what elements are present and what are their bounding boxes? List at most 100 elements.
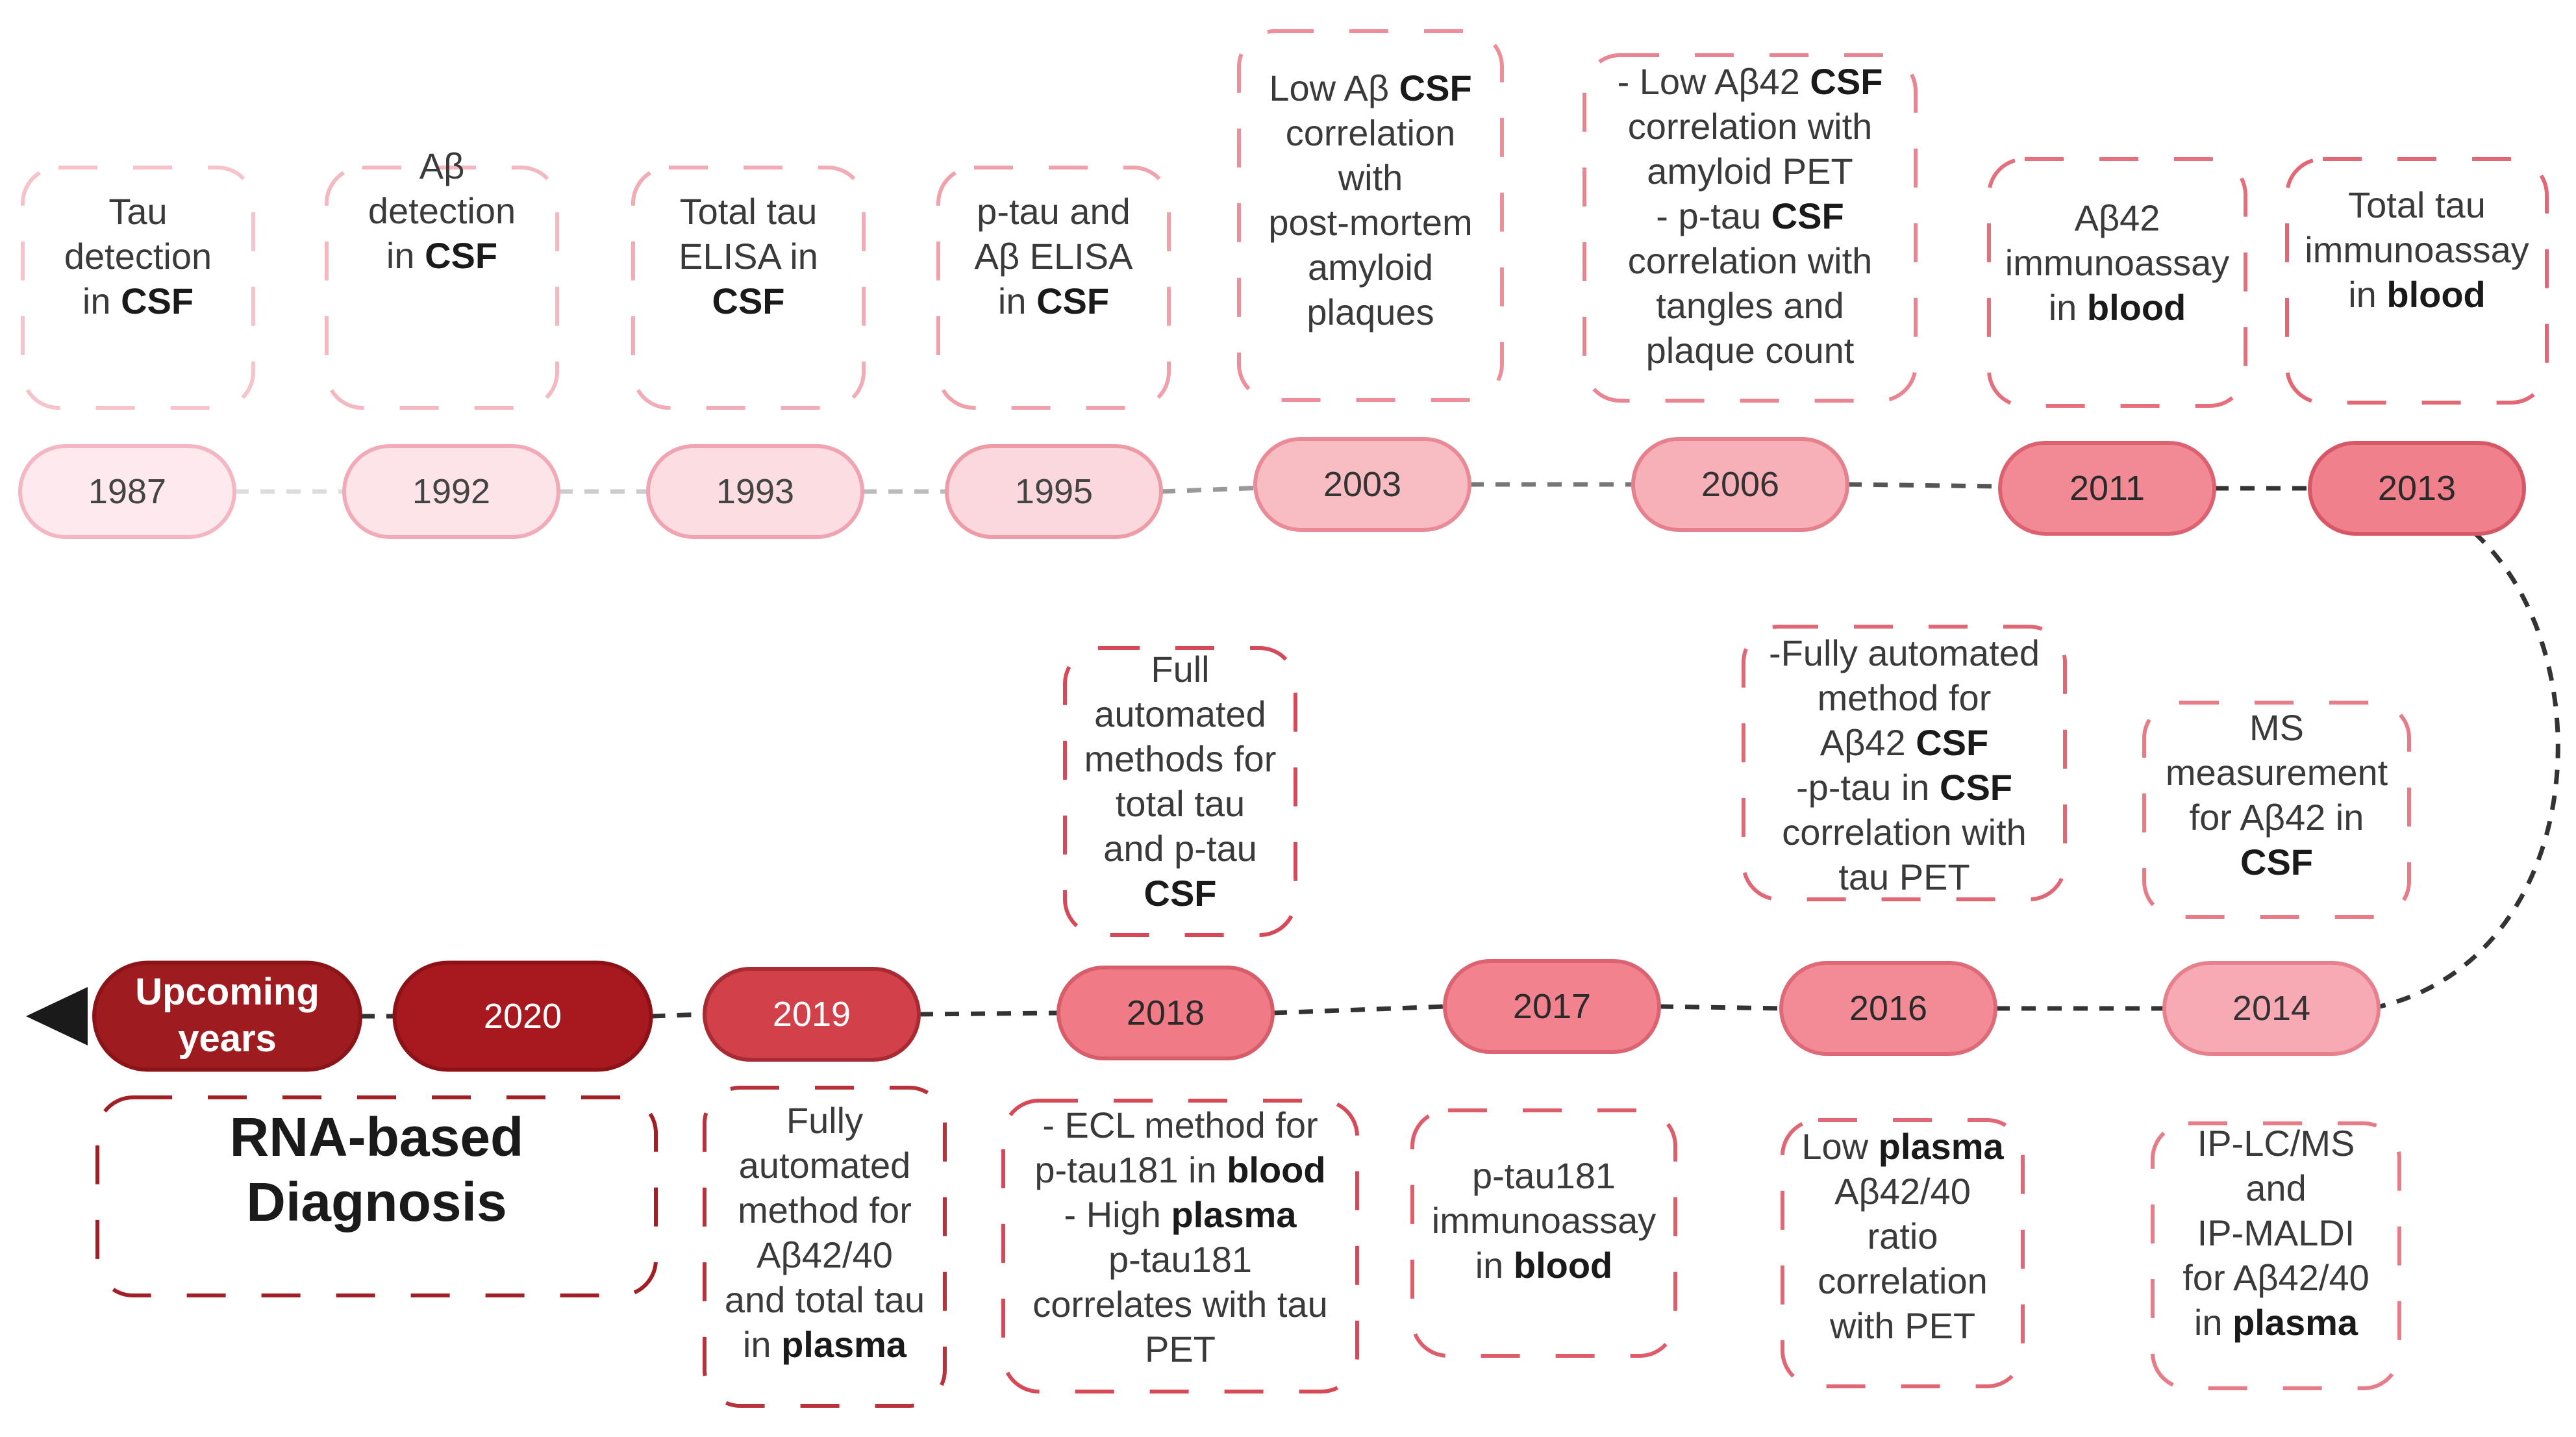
caption-segment: blood bbox=[2087, 287, 2186, 328]
year-pill-shape bbox=[646, 444, 864, 539]
caption-line: in plasma bbox=[743, 1324, 907, 1365]
caption-segment: CSF bbox=[1810, 61, 1882, 102]
caption-line: automated bbox=[1094, 694, 1266, 734]
caption-line: method for bbox=[738, 1190, 912, 1231]
caption-segment: detection bbox=[368, 190, 516, 231]
caption-segment: CSF bbox=[712, 281, 785, 321]
year-label: 2018 bbox=[1127, 993, 1205, 1032]
caption-segment: immunoassay bbox=[2005, 242, 2229, 283]
caption-line: tau PET bbox=[1838, 856, 1970, 897]
caption-line: Fully bbox=[786, 1100, 863, 1141]
caption-box bbox=[1987, 157, 2247, 408]
caption-segment: Fully bbox=[786, 1100, 863, 1141]
year-pill-shape bbox=[392, 960, 653, 1072]
caption-segment: correlates with tau bbox=[1032, 1284, 1327, 1325]
caption-segment: in bbox=[2049, 287, 2087, 328]
year-label: 2014 bbox=[2232, 989, 2310, 1028]
caption-line: amyloid bbox=[1308, 247, 1433, 288]
caption-segment: CSF bbox=[1036, 281, 1109, 321]
caption-segment: in bbox=[1475, 1245, 1514, 1286]
caption-line: CSF bbox=[1144, 873, 1217, 914]
year-pill-2013: 2013 bbox=[2308, 441, 2526, 536]
year-pill-2017: 2017 bbox=[1443, 959, 1661, 1054]
caption-line: in CSF bbox=[386, 235, 497, 276]
caption-box bbox=[1063, 646, 1297, 937]
caption-box bbox=[1237, 29, 1504, 402]
year-pill-shape bbox=[945, 444, 1163, 539]
caption-line: -p-tau in CSF bbox=[1796, 767, 2012, 808]
year-label: 1993 bbox=[716, 472, 794, 511]
year-pill-1995: 1995 bbox=[945, 444, 1163, 539]
caption-line: CSF bbox=[2240, 842, 2313, 882]
caption-line: detection bbox=[368, 190, 516, 231]
caption-segment: plaque count bbox=[1646, 330, 1855, 371]
caption-box bbox=[1410, 1108, 1677, 1358]
caption-line: Full bbox=[1151, 649, 1209, 690]
caption-segment: CSF bbox=[121, 281, 194, 321]
caption-segment: Aβ42/40 bbox=[757, 1234, 893, 1275]
year-pill-2014: 2014 bbox=[2162, 961, 2381, 1056]
caption-line: p-tau181 bbox=[1472, 1155, 1616, 1196]
caption-line: p-tau181 in blood bbox=[1034, 1149, 1325, 1190]
timeline-connector bbox=[1847, 482, 2001, 489]
caption-segment: ratio bbox=[1868, 1216, 1938, 1256]
caption-line: Aβ bbox=[419, 145, 465, 186]
caption-line: CSF bbox=[712, 281, 785, 321]
caption-segment: amyloid bbox=[1308, 247, 1433, 288]
caption-line: - p-tau CSF bbox=[1656, 195, 1844, 236]
caption-segment: p-tau181 bbox=[1472, 1155, 1616, 1196]
caption-line: post-mortem bbox=[1268, 202, 1472, 243]
caption-segment: Aβ42 bbox=[2075, 197, 2160, 238]
year-pill-shape bbox=[2162, 961, 2381, 1056]
caption-segment: p-tau181 in bbox=[1034, 1149, 1227, 1190]
caption-line: p-tau181 bbox=[1108, 1239, 1252, 1280]
year-pill-shape bbox=[1779, 961, 1997, 1056]
caption-segment: with PET bbox=[1829, 1305, 1975, 1346]
caption-box bbox=[1781, 1118, 2025, 1388]
caption-segment: correlation with bbox=[1628, 106, 1873, 147]
caption-line: correlation with bbox=[1628, 106, 1873, 147]
caption-line: in blood bbox=[2348, 274, 2486, 315]
caption-line: ratio bbox=[1868, 1216, 1938, 1256]
caption-segment: MS bbox=[2249, 707, 2304, 748]
caption-segment: plasma bbox=[2232, 1302, 2358, 1343]
year-pill-shape bbox=[1443, 959, 1661, 1054]
caption-segment: immunoassay bbox=[1432, 1200, 1656, 1241]
timeline-connector bbox=[1272, 1004, 1445, 1016]
caption-segment: tangles and bbox=[1656, 285, 1844, 326]
caption-segment: and bbox=[2245, 1168, 2306, 1208]
caption-line: correlation with bbox=[1782, 812, 2027, 853]
caption-line: Aβ42/40 bbox=[757, 1234, 893, 1275]
caption-segment: CSF bbox=[1940, 767, 2012, 808]
year-label: 2019 bbox=[773, 995, 851, 1034]
caption-line: plaque count bbox=[1646, 330, 1855, 371]
caption-segment: automated bbox=[739, 1145, 911, 1186]
caption-segment: - p-tau bbox=[1656, 195, 1771, 236]
timeline-connector bbox=[918, 1010, 1059, 1017]
caption-line: Diagnosis bbox=[246, 1171, 506, 1232]
caption-line: Aβ42 bbox=[2075, 197, 2160, 238]
caption-segment: blood bbox=[1227, 1149, 1325, 1190]
caption-segment: - High bbox=[1064, 1194, 1171, 1235]
caption-line: automated bbox=[739, 1145, 911, 1186]
caption-line: Low Aβ CSF bbox=[1269, 68, 1471, 108]
year-label: 2013 bbox=[2378, 469, 2456, 508]
caption-segment: plasma bbox=[1171, 1194, 1297, 1235]
year-pill-shape bbox=[1998, 441, 2216, 536]
caption-line: Total tau bbox=[2348, 184, 2486, 225]
caption-line: Aβ ELISA bbox=[975, 236, 1134, 277]
year-pill-1993: 1993 bbox=[646, 444, 864, 539]
caption-line: correlation bbox=[1286, 112, 1455, 153]
caption-segment: - Low Aβ42 bbox=[1618, 61, 1810, 102]
caption-line: ELISA in bbox=[679, 236, 818, 277]
caption-line: for Aβ42 in bbox=[2190, 797, 2364, 838]
caption-line: correlates with tau bbox=[1032, 1284, 1327, 1325]
caption-segment: in bbox=[386, 235, 425, 276]
caption-line: with PET bbox=[1829, 1305, 1975, 1346]
caption-segment: for Aβ42/40 bbox=[2182, 1257, 2370, 1298]
caption-line: for Aβ42/40 bbox=[2182, 1257, 2370, 1298]
year-label: years bbox=[178, 1018, 277, 1060]
timeline-connector bbox=[1160, 486, 1256, 494]
caption-box bbox=[703, 1086, 947, 1408]
